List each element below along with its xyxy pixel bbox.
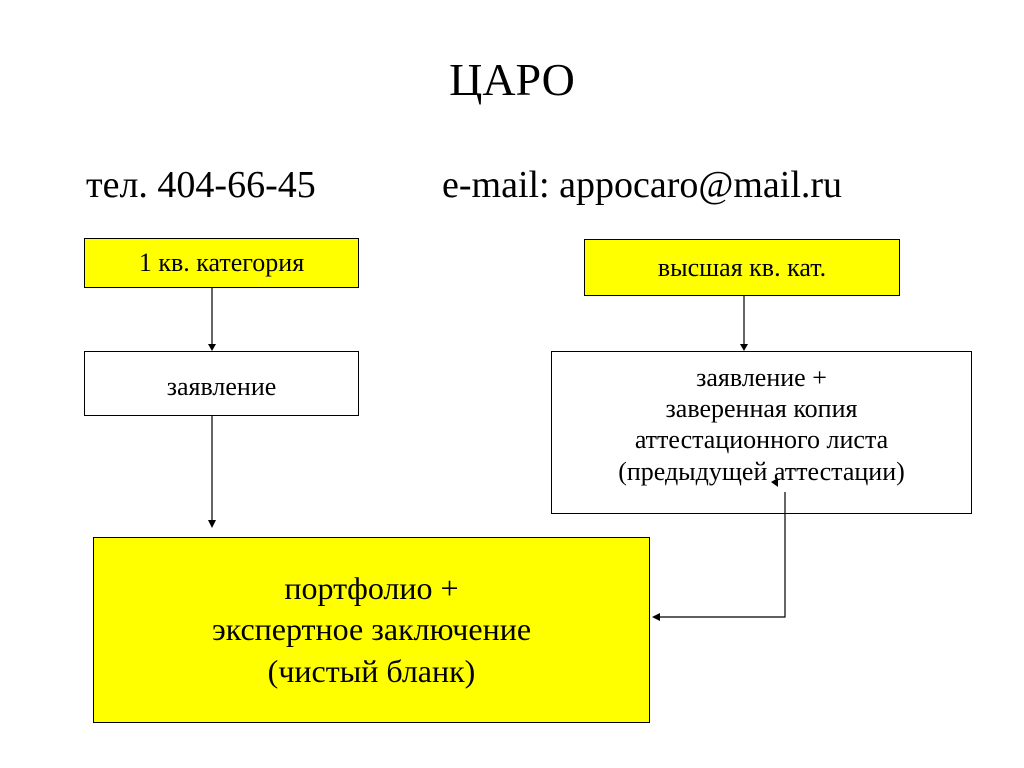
portfolio-line: портфолио + — [284, 569, 459, 606]
previous-attestation-line: (предыдущей аттестации) — [618, 456, 905, 486]
certified-copy-line: заверенная копия — [665, 394, 858, 424]
application-with-copy-box: заявление + заверенная копия аттестацион… — [551, 351, 972, 514]
blank-form-line: (чистый бланк) — [267, 652, 476, 689]
application-label: заявление — [166, 372, 277, 401]
top-category-label: высшая кв. кат. — [657, 252, 827, 282]
application-line: заявление + — [696, 363, 827, 392]
attestation-sheet-line: аттестационного листа — [634, 425, 889, 455]
arrow-head-category-to-application — [208, 344, 216, 351]
first-category-label: 1 кв. категория — [138, 248, 305, 277]
phone-number: тел. 404-66-45 — [86, 164, 316, 206]
arrow-head-top-to-application — [740, 344, 748, 351]
email-address: e-mail: appocaro@mail.ru — [442, 164, 843, 206]
top-category-box: высшая кв. кат. — [584, 239, 900, 296]
first-category-box: 1 кв. категория — [84, 238, 359, 288]
application-box: заявление — [84, 351, 359, 416]
page-title: ЦАРО — [449, 54, 575, 105]
portfolio-box: портфолио + экспертное заключение (чисты… — [93, 537, 650, 723]
arrow-head-copy-to-portfolio — [652, 613, 660, 621]
arrow-head-application-to-portfolio — [208, 520, 216, 528]
expert-conclusion-line: экспертное заключение — [211, 611, 532, 648]
